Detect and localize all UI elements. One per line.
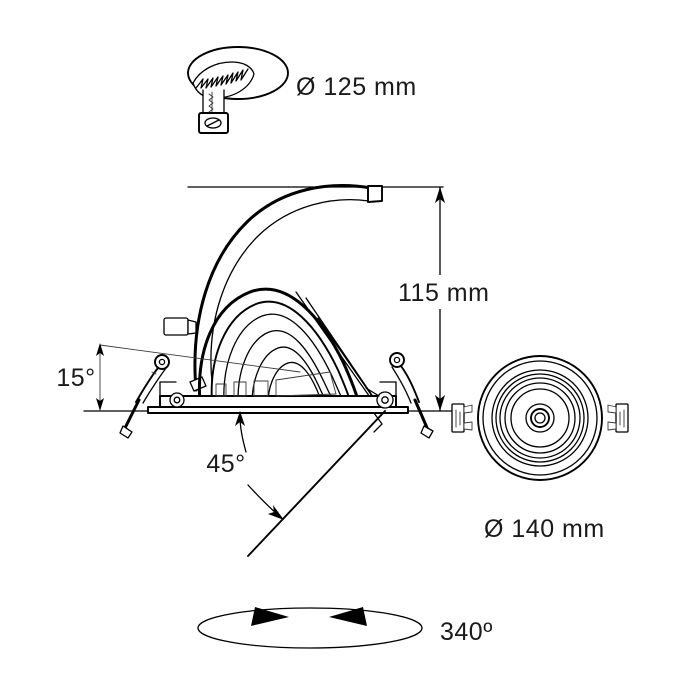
front-right-clip-tab-top (607, 404, 617, 414)
outer-diameter-label: Ø 140 mm (484, 515, 605, 543)
side-boss-block (163, 317, 189, 336)
front-right-spring-clip (607, 403, 629, 433)
rotation-arrow-right (329, 607, 367, 626)
tilt-plane-edge-1 (295, 291, 373, 401)
left-clip-pivot-hole (158, 358, 166, 366)
front-right-clip-tab-bottom (607, 421, 617, 431)
gimbal-arc-end-cap (367, 185, 383, 203)
right-clip-tail-tip (420, 425, 434, 439)
angle-15-arrow-up (96, 343, 104, 356)
front-left-spring-clip (451, 403, 473, 433)
cutout-diameter-label: Ø 125 mm (296, 73, 417, 101)
left-clip-tail (122, 398, 141, 432)
rotation-label: 340º (440, 618, 493, 646)
angle-45-tilt-line (247, 410, 386, 557)
tilt-plane-edge-3 (317, 317, 373, 397)
right-clip-arm-outer (400, 365, 420, 403)
height-label-backdrop (392, 275, 504, 309)
flange-detail-1 (215, 383, 227, 397)
right-clip-tail (413, 398, 430, 432)
front-right-clip-body (615, 403, 629, 433)
pivot-link (365, 387, 380, 397)
body-outline-outer (197, 287, 362, 410)
angle-45-label: 45° (206, 450, 245, 478)
front-left-clip-tab-top (463, 404, 473, 414)
rotation-arrow-left (251, 607, 289, 626)
left-clip-detail (151, 371, 157, 375)
height-arrow-bottom (435, 395, 445, 411)
angle-15-label: 15° (56, 364, 95, 392)
ceiling-flange-lip (147, 406, 409, 414)
left-clip-arm-inner (142, 367, 167, 404)
front-elevation-view: Ø 140 mm (451, 355, 629, 543)
front-left-clip-body (451, 403, 465, 433)
gimbal-arc-outer (193, 184, 373, 392)
rotation-indicator-view: 340º (197, 607, 493, 649)
angle-45-arrow-up (235, 411, 245, 426)
angle-15-sloped-line (99, 344, 301, 373)
flange-right-upstand (379, 381, 397, 397)
height-label: 115 mm (398, 279, 489, 307)
flange-detail-4 (275, 371, 337, 397)
angle-15-arrow-down (96, 398, 104, 411)
ceiling-cutout-view: Ø 125 mm (187, 46, 417, 134)
left-clip-arm-outer (135, 367, 159, 403)
led-module-center (534, 412, 546, 424)
right-clip-pivot-hole (393, 356, 401, 364)
flange-left-upstand (159, 381, 177, 397)
pivot-knuckle-hole (381, 396, 389, 404)
saw-kerf-zigzag (195, 68, 249, 89)
flange-detail-3 (253, 380, 269, 397)
body-outline-2 (210, 300, 353, 408)
right-clip-arm-inner (391, 366, 412, 404)
body-outline-3 (223, 313, 346, 408)
angle-45-arrow-down (268, 505, 284, 520)
pivot-bracket (373, 412, 383, 433)
front-left-clip-tab-bottom (463, 421, 473, 431)
flange-detail-2 (233, 381, 247, 397)
gimbal-arc-inner (210, 199, 370, 383)
jigsaw-body-slot (206, 119, 220, 127)
side-boss-cap (187, 319, 197, 335)
pivot-knuckle-left-hole (173, 396, 181, 404)
rotation-ellipse (197, 607, 423, 649)
left-clip-tail-tip (119, 425, 133, 439)
side-elevation-view: 15° 115 mm 45° (56, 184, 504, 557)
height-arrow-top (435, 187, 445, 203)
